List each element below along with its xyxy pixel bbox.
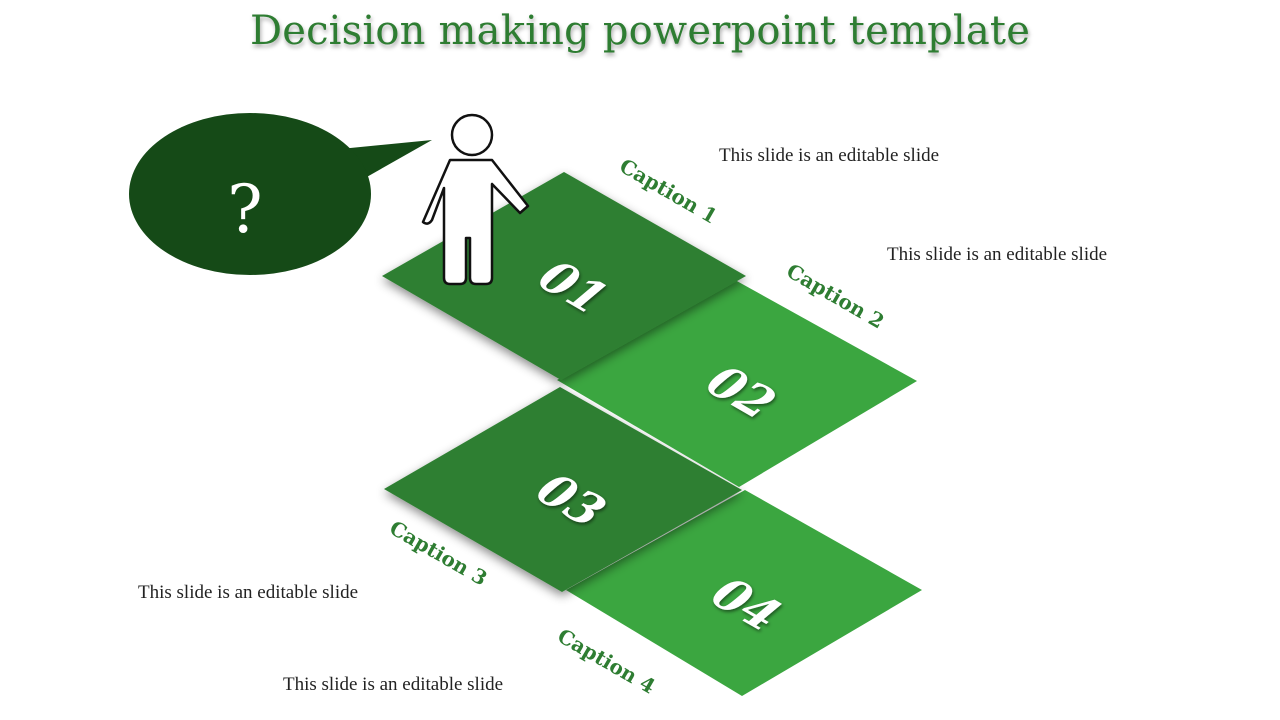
step-2-text: This slide is an editable slide: [887, 244, 1108, 265]
step-4-text: This slide is an editable slide: [283, 674, 504, 695]
step-tile-03: [384, 387, 742, 592]
speech-bubble: ?: [129, 113, 432, 275]
step-tile-02: [557, 280, 917, 487]
step-1-text: This slide is an editable slide: [719, 145, 940, 166]
step-3-text: This slide is an editable slide: [138, 582, 359, 603]
question-mark-icon: ?: [227, 171, 262, 248]
slide-title: Decision making powerpoint template: [249, 8, 1031, 54]
person-icon: [421, 113, 530, 286]
step-tile-04: [566, 490, 922, 696]
